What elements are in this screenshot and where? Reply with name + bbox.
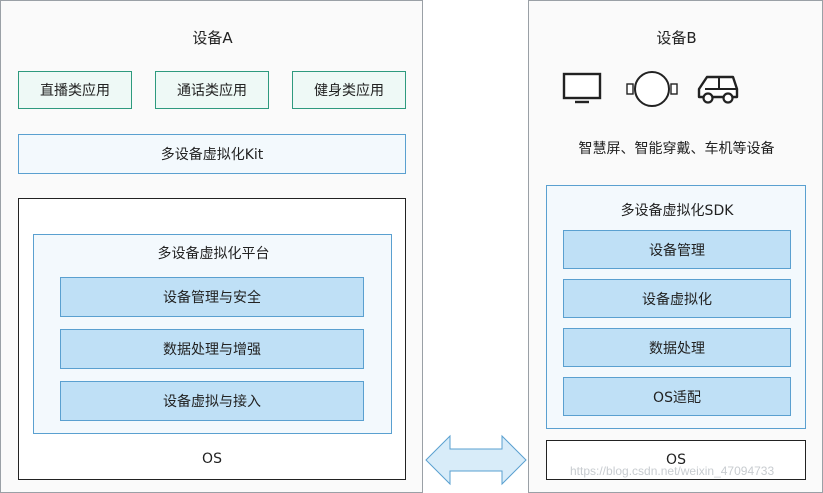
sdk-title: 多设备虚拟化SDK <box>620 203 734 219</box>
module-device-virtualization-access: 设备虚拟与接入 <box>60 381 364 421</box>
device-b-panel: 设备B 智慧屏、智能穿戴、车机等设备 多设备虚拟化SDK 设备管理 设备虚拟化 … <box>528 0 823 493</box>
module-data-processing-enhancement: 数据处理与增强 <box>60 329 364 369</box>
car-icon <box>697 75 739 104</box>
watermark: https://blog.csdn.net/weixin_47094733 <box>570 464 775 478</box>
app-live-streaming: 直播类应用 <box>18 71 132 109</box>
sdk-module-os-adaptation: OS适配 <box>563 377 791 416</box>
device-a-title: 设备A <box>192 28 233 47</box>
device-b-os-label: OS <box>546 440 806 480</box>
virtualization-kit: 多设备虚拟化Kit <box>18 134 406 174</box>
wearable-watch-icon <box>626 71 678 107</box>
app-calling: 通话类应用 <box>155 71 269 109</box>
device-a-os-frame: 多设备虚拟化平台 设备管理与安全 数据处理与增强 设备虚拟与接入 OS <box>18 198 406 480</box>
bidirectional-arrow-icon <box>425 434 527 486</box>
device-b-title: 设备B <box>656 28 697 47</box>
sdk-module-data-processing: 数据处理 <box>563 328 791 367</box>
device-types-text: 智慧屏、智能穿戴、车机等设备 <box>578 141 775 157</box>
app-fitness: 健身类应用 <box>292 71 406 109</box>
device-a-os-label: OS <box>202 451 222 467</box>
tv-screen-icon <box>562 72 602 104</box>
platform-title: 多设备虚拟化平台 <box>157 246 270 262</box>
sdk-module-device-management: 设备管理 <box>563 230 791 269</box>
virtualization-sdk: 多设备虚拟化SDK 设备管理 设备虚拟化 数据处理 OS适配 <box>546 185 806 429</box>
sdk-module-device-virtualization: 设备虚拟化 <box>563 279 791 318</box>
virtualization-platform: 多设备虚拟化平台 设备管理与安全 数据处理与增强 设备虚拟与接入 <box>33 234 392 434</box>
device-a-panel: 设备A 直播类应用 通话类应用 健身类应用 多设备虚拟化Kit 多设备虚拟化平台… <box>0 0 423 493</box>
module-device-management-security: 设备管理与安全 <box>60 277 364 317</box>
